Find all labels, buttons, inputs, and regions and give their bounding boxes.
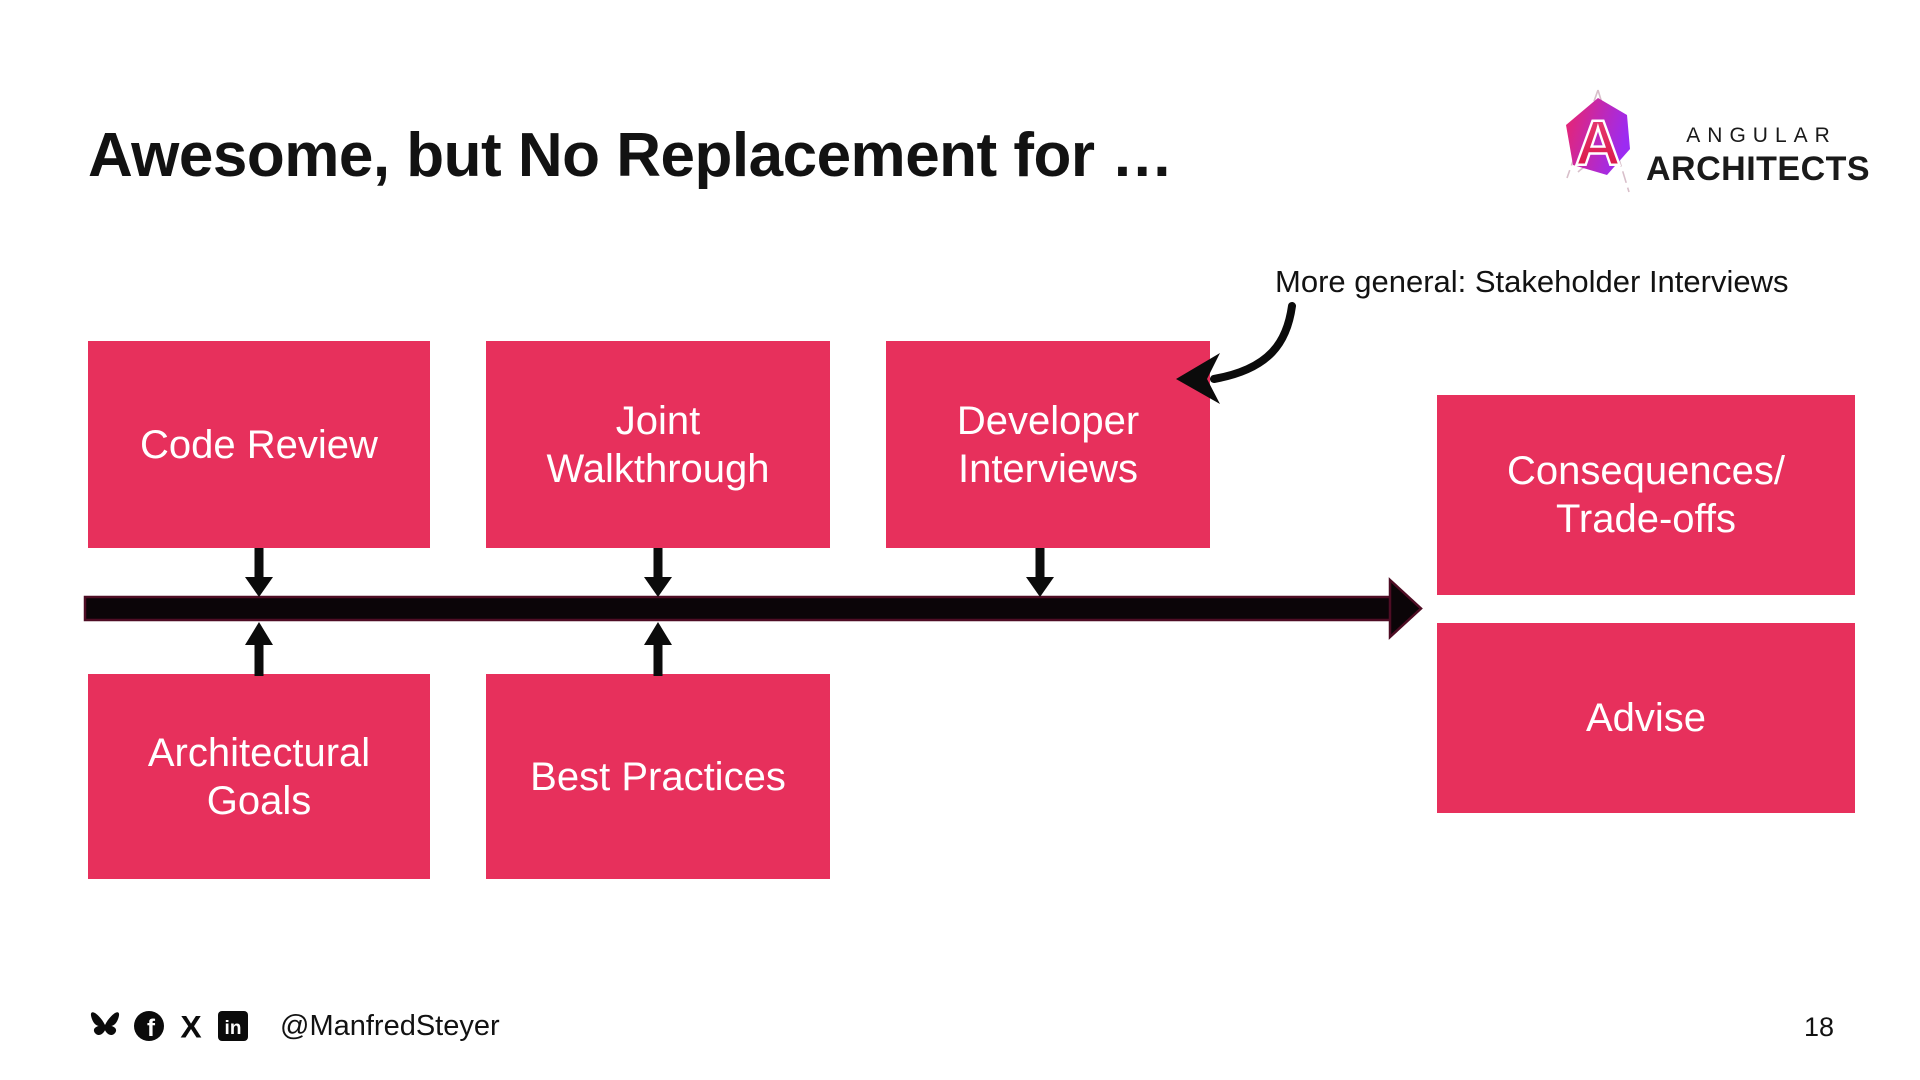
logo-hexagon [1566, 98, 1630, 175]
box-best-practices: Best Practices [486, 674, 830, 879]
box-developer-interviews: Developer Interviews [886, 341, 1210, 548]
box-advise: Advise [1437, 623, 1855, 813]
box-joint-walkthrough: Joint Walkthrough [486, 341, 830, 548]
svg-text:f: f [147, 1015, 156, 1042]
linkedin-icon: in [218, 1011, 248, 1041]
bluesky-icon [90, 1012, 120, 1035]
page-title: Awesome, but No Replacement for … [88, 121, 1173, 190]
box-label: Code Review [140, 422, 378, 467]
box-label: Advise [1585, 696, 1707, 740]
logo-text-architects: ARCHITECTS [1646, 149, 1871, 188]
box-label: Developer Interviews [956, 398, 1140, 491]
footer: f X in @ManfredSteyer [88, 1008, 500, 1044]
facebook-icon: f [134, 1011, 164, 1042]
logo-monogram: A [1575, 107, 1621, 179]
svg-text:in: in [225, 1018, 242, 1039]
down-arrow-icon-developer-interviews [1026, 548, 1054, 597]
svg-text:X: X [180, 1010, 201, 1042]
logo-a-icon: A [1566, 89, 1630, 193]
timeline-arrow-icon [83, 577, 1423, 640]
logo-text-angular: ANGULAR [1686, 123, 1837, 147]
up-arrow-icon-best-practices [644, 622, 672, 676]
box-label: Joint Walkthrough [546, 398, 770, 491]
down-arrow-icon-joint-walkthrough [644, 548, 672, 597]
box-code-review: Code Review [88, 341, 430, 548]
x-icon: X [180, 1010, 201, 1042]
box-label: Best Practices [530, 754, 786, 799]
up-arrow-icon-architectural-goals [245, 622, 273, 676]
logo-wordmark: ANGULAR ARCHITECTS [1646, 98, 1870, 189]
box-consequences-tradeoffs: Consequences/ Trade-offs [1437, 395, 1855, 595]
down-arrow-icon-code-review [245, 548, 273, 597]
angular-architects-logo: A ANGULAR ARCHITECTS [1556, 86, 1870, 200]
page-number: 18 [1803, 1012, 1834, 1042]
author-handle: @ManfredSteyer [280, 1009, 500, 1042]
box-label: Architectural Goals [147, 730, 371, 823]
box-architectural-goals: Architectural Goals [88, 674, 430, 879]
box-label: Consequences/ Trade-offs [1507, 449, 1785, 541]
annotation-stakeholder-interviews: More general: Stakeholder Interviews [1275, 264, 1789, 299]
